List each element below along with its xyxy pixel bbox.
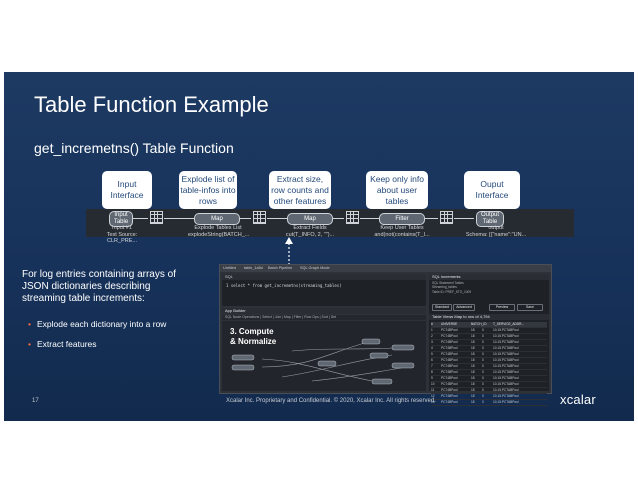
dataflow-graph	[231, 338, 415, 385]
connector	[164, 218, 194, 219]
node-caption: Explode Tables List explodeString(BATCH_…	[188, 225, 250, 238]
table-icon	[150, 211, 163, 224]
node-caption: output Schema: [{"name":"UN...	[465, 225, 527, 238]
table-icon	[440, 211, 453, 224]
dataflow-canvas[interactable]	[222, 321, 426, 391]
bullet-item: •Extract features	[28, 339, 97, 349]
app-tab[interactable]: Untitled	[223, 266, 236, 270]
preview-button[interactable]: Preview	[489, 304, 515, 311]
node-caption: Extract Fields cut(T_INFO, 2, "")...	[285, 225, 335, 238]
callout-keep-user: Keep only info about user tables	[366, 171, 428, 214]
advanced-radio[interactable]: Advanced	[453, 304, 475, 311]
table-icon	[253, 211, 266, 224]
node-caption: Keep User Tables and(not(contains(T_I...	[374, 225, 430, 238]
app-tab-bar: Untitled table_1a5d Batch Pipeline SQL G…	[220, 265, 551, 272]
callout-extract: Extract size, row counts and other featu…	[269, 171, 331, 214]
xcalar-logo: xcalar	[560, 392, 596, 407]
app-builder-header: App Builder	[222, 308, 426, 314]
node-map-explode[interactable]: Map	[194, 213, 240, 225]
connector	[360, 218, 379, 219]
app-tab[interactable]: Batch Pipeline	[268, 266, 293, 270]
node-input-table[interactable]: Input Table	[109, 211, 133, 227]
description-text: For log entries containing arrays of JSO…	[22, 269, 176, 304]
slide: Table Function Example get_incremetns() …	[4, 72, 634, 421]
node-output-table[interactable]: Output Table	[476, 211, 504, 227]
footer-text: Xcalar Inc. Proprietary and Confidential…	[226, 398, 436, 404]
app-tab[interactable]: SQL Graph Mode	[300, 266, 330, 270]
app-screenshot: Untitled table_1a5d Batch Pipeline SQL G…	[219, 264, 552, 406]
app-tab[interactable]: table_1a5d	[244, 266, 263, 270]
node-map-extract[interactable]: Map	[287, 213, 333, 225]
connector	[332, 218, 344, 219]
connector	[454, 218, 474, 219]
node-caption: Input #1 Test Source: CLR_PRE...	[106, 225, 138, 244]
app-builder-toolbar[interactable]: SQL Node Operations | Select | Join | Ma…	[222, 315, 426, 320]
callout-output-interface: Ouput Interface	[464, 171, 520, 214]
connector	[267, 218, 287, 219]
save-button[interactable]: Save	[517, 304, 543, 311]
table-icon	[346, 211, 359, 224]
sql-results-panel: SQL increments SQL Statement Tables Stre…	[429, 274, 549, 406]
node-filter[interactable]: Filter	[379, 213, 425, 225]
sql-header: SQL	[222, 274, 426, 280]
slide-title: Table Function Example	[34, 92, 269, 117]
step-label: 3. Compute & Normalize	[230, 327, 277, 346]
bullet-item: •Explode each dictionary into a row	[28, 319, 167, 329]
connector	[424, 218, 438, 219]
connector	[132, 218, 148, 219]
callout-explode: Explode list of table-infos into rows	[179, 171, 237, 214]
sql-query-line[interactable]: 1 select * from get_incremetns(streaming…	[226, 283, 342, 288]
callout-input-interface: Input Interface	[102, 171, 152, 214]
table-header-bar: Table Views Map to row of 4,794	[429, 314, 549, 320]
connector	[239, 218, 251, 219]
results-header: SQL increments	[429, 274, 549, 280]
standard-radio[interactable]: Standard	[432, 304, 452, 311]
page-number: 17	[32, 398, 39, 404]
slide-subtitle: get_incremetns() Table Function	[34, 140, 234, 156]
results-info: SQL Statement Tables Streaming_tables Ta…	[432, 281, 472, 294]
sql-editor-panel: SQL 1 select * from get_incremetns(strea…	[222, 274, 426, 306]
